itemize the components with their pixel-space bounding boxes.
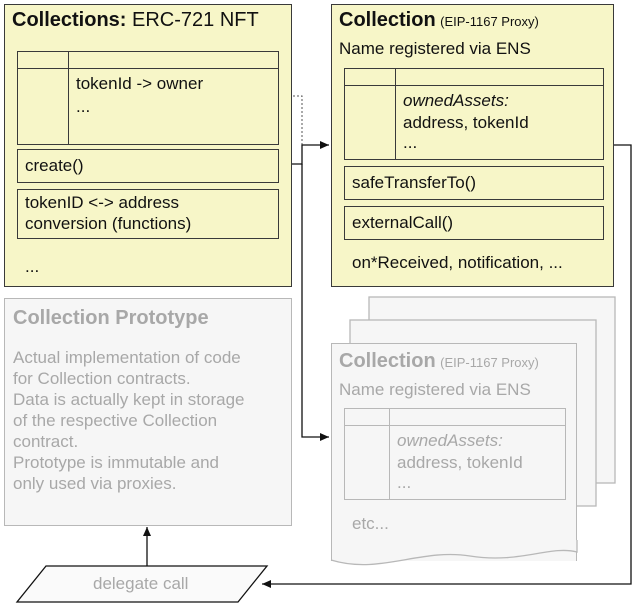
collection-storage-more: ...	[403, 133, 418, 152]
prototype-line: contract.	[13, 432, 79, 451]
prototype-box: Collection Prototype Actual implementati…	[4, 298, 292, 526]
prototype-line: of the respective Collection	[13, 411, 218, 430]
collection-copy-storage-more: ...	[397, 473, 412, 492]
collection-box: Collection (EIP-1167 Proxy) Name registe…	[331, 4, 614, 287]
collection-storage-value: address, tokenId	[403, 113, 529, 132]
collection-copy-storage-value: address, tokenId	[397, 453, 523, 472]
arrow-collection-to-delegate	[262, 144, 632, 588]
nft-contract-box: Collections: ERC-721 NFT tokenId -> owne…	[4, 4, 292, 287]
nft-mapping-more: ...	[76, 97, 91, 116]
collection-title: Collection (EIP-1167 Proxy)	[339, 9, 539, 32]
collection-copy-title: Collection (EIP-1167 Proxy)	[339, 350, 539, 373]
collection-title-note: (EIP-1167 Proxy)	[440, 14, 539, 29]
nft-contract-title: Collections: ERC-721 NFT	[12, 9, 259, 32]
nft-mapping: tokenId -> owner	[76, 74, 204, 93]
collection-copy-box: Collection (EIP-1167 Proxy) Name registe…	[331, 343, 577, 561]
collection-copy-storage-label: ownedAssets:	[397, 431, 503, 450]
prototype-line: Data is actually kept in storage	[13, 390, 245, 409]
conversion-line-1: tokenID <-> address	[25, 193, 180, 212]
prototype-title: Collection Prototype	[13, 307, 209, 329]
collection-callbacks: on*Received, notification, ...	[352, 253, 563, 272]
prototype-line: Actual implementation of code	[13, 348, 241, 367]
create-function-label: create()	[25, 156, 84, 175]
safe-transfer-function: safeTransferTo()	[344, 166, 604, 200]
prototype-line: Prototype is immutable and	[13, 453, 219, 472]
nft-contract-title-bold: Collections:	[12, 9, 127, 31]
collection-copy-title-note: (EIP-1167 Proxy)	[440, 355, 539, 370]
collection-copy-etc: etc...	[352, 514, 389, 533]
nft-contract-title-rest: ERC-721 NFT	[132, 9, 259, 31]
conversion-line-2: conversion (functions)	[25, 214, 192, 233]
collection-copy-title-bold: Collection	[339, 350, 436, 372]
safe-transfer-label: safeTransferTo()	[352, 173, 477, 192]
collection-storage-table: ownedAssets: address, tokenId ...	[344, 68, 604, 160]
collection-storage-label: ownedAssets:	[403, 91, 509, 110]
prototype-line: for Collection contracts.	[13, 369, 191, 388]
collection-copy-storage-table: ownedAssets: address, tokenId ...	[344, 408, 566, 500]
collection-copy-subtitle: Name registered via ENS	[339, 380, 531, 399]
collection-title-bold: Collection	[339, 9, 436, 31]
external-call-label: externalCall()	[352, 213, 454, 232]
collection-subtitle: Name registered via ENS	[339, 39, 531, 58]
nft-more: ...	[25, 257, 40, 276]
conversion-functions: tokenID <-> address conversion (function…	[17, 189, 279, 239]
delegate-call-shape	[15, 565, 269, 603]
nft-mapping-table: tokenId -> owner ...	[17, 51, 279, 145]
prototype-line: only used via proxies.	[13, 474, 177, 493]
delegate-call-label: delegate call	[93, 574, 189, 593]
create-function: create()	[17, 149, 279, 183]
arrow-create-to-collection-copy	[301, 164, 329, 441]
prototype-description: Actual implementation of code for Collec…	[13, 347, 245, 494]
external-call-function: externalCall()	[344, 206, 604, 240]
